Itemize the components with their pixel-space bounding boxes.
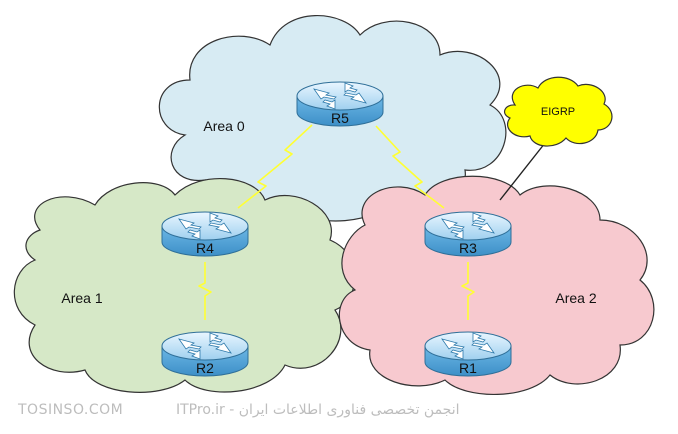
area-2-cloud: [338, 175, 655, 395]
area-0-label: Area 0: [203, 118, 244, 134]
router-r4-label: R4: [196, 240, 214, 256]
area-1-label: Area 1: [61, 290, 102, 306]
eigrp-cloud: EIGRP: [499, 76, 613, 201]
router-r4[interactable]: R4: [161, 211, 249, 257]
router-r1-label: R1: [459, 360, 477, 376]
watermark: TOSINSO.COM ITPro.ir - انجمن تخصصی فناور…: [0, 402, 678, 424]
eigrp-label: EIGRP: [541, 106, 575, 118]
router-r5[interactable]: R5: [296, 81, 384, 127]
area-1-shape: [13, 177, 356, 393]
links: [198, 124, 475, 320]
area-2-label: Area 2: [555, 290, 596, 306]
link-r5-r4: [237, 124, 313, 209]
area-2-shape: [338, 175, 655, 395]
router-r3[interactable]: R3: [424, 211, 512, 257]
area-1-cloud: [13, 177, 356, 393]
router-r2-label: R2: [196, 360, 214, 376]
eigrp-connector-line: [499, 142, 546, 201]
watermark-left: TOSINSO.COM: [18, 402, 124, 418]
link-r5-r3: [375, 125, 445, 209]
link-r3-r1: [461, 262, 475, 320]
eigrp-shape: [503, 76, 613, 147]
link-r4-r2: [198, 262, 212, 320]
watermark-right: ITPro.ir - انجمن تخصصی فناوری اطلاعات ای…: [176, 402, 460, 418]
router-r1[interactable]: R1: [424, 331, 512, 377]
router-r5-label: R5: [331, 110, 349, 126]
router-r2[interactable]: R2: [161, 331, 249, 377]
router-r3-label: R3: [459, 240, 477, 256]
